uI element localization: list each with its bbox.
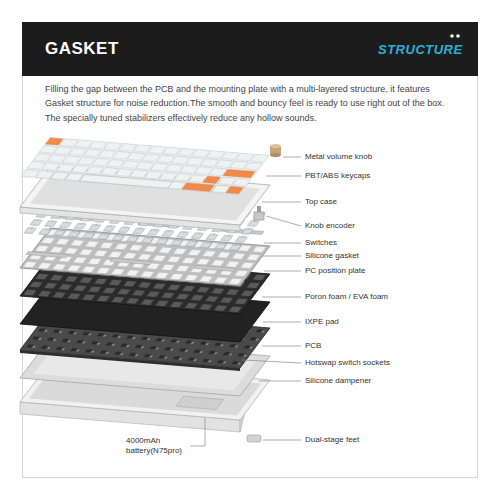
part-label: Dual-stage feet <box>305 435 359 445</box>
part-label: PCB <box>305 341 321 351</box>
part-label: 4000mAh battery(N75pro) <box>126 436 188 456</box>
part-label: Metal volume knob <box>305 152 372 162</box>
part-label: PC position plate <box>305 266 365 276</box>
part-label: Top case <box>305 197 337 207</box>
part-label: Silicone gasket <box>305 251 359 261</box>
part-label: Knob encoder <box>305 221 355 231</box>
part-label: Silicone dampener <box>305 376 371 386</box>
part-label: PBT/ABS keycaps <box>305 171 370 181</box>
intro-paragraph: Filling the gap between the PCB and the … <box>45 82 460 125</box>
header-title: GASKET <box>45 39 119 59</box>
part-label: IXPE pad <box>305 317 339 327</box>
part-label: Poron foam / EVA foam <box>305 292 388 302</box>
section-logo: STRUCTURE <box>378 42 463 57</box>
part-label: Hotswap switch sockets <box>305 358 390 368</box>
part-label: Switches <box>305 238 337 248</box>
